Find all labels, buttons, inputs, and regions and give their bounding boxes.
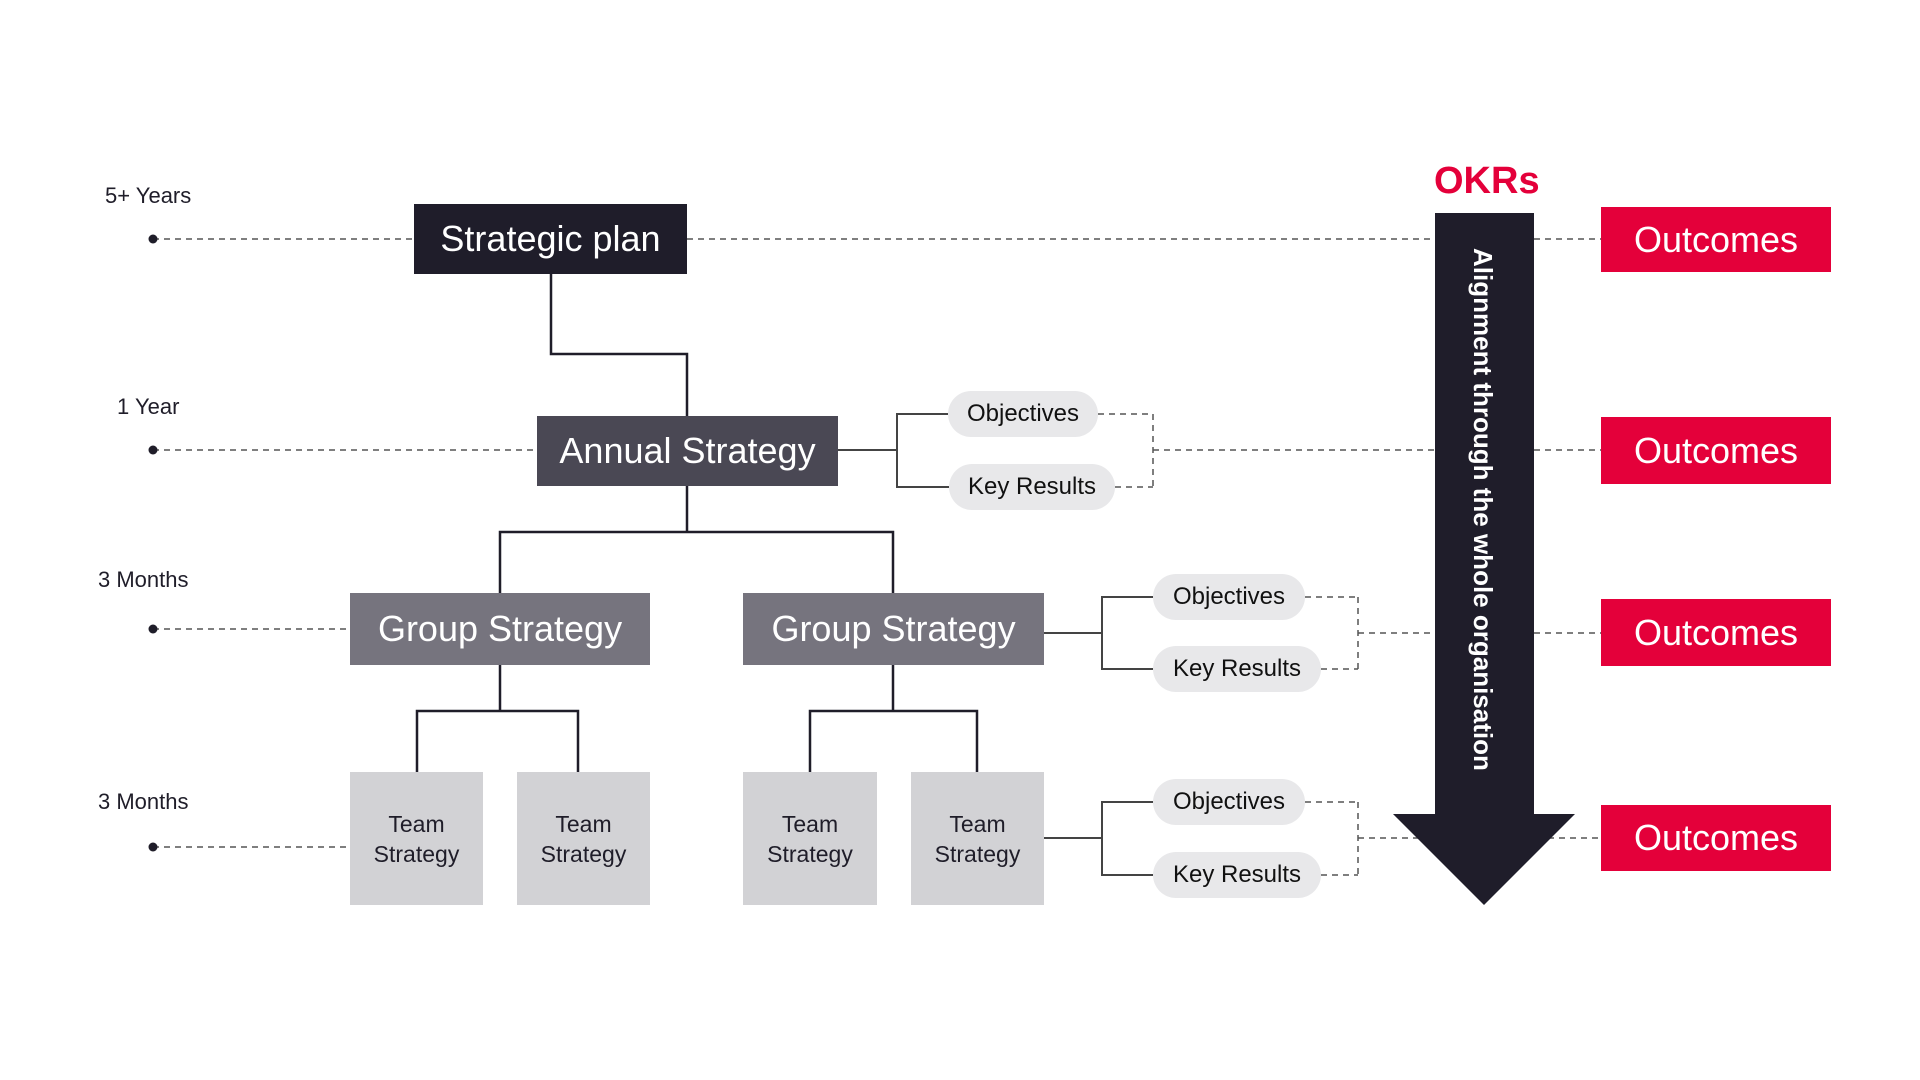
objectives-pill-team: Objectives	[1153, 779, 1305, 825]
okr-brackets	[838, 413, 1153, 876]
key-results-pill-annual: Key Results	[949, 464, 1115, 510]
alignment-arrow-label: Alignment through the whole organisation	[1468, 248, 1498, 771]
outcomes-box: Outcomes	[1601, 599, 1831, 666]
outcomes-box: Outcomes	[1601, 207, 1831, 272]
key-results-pill-group: Key Results	[1153, 646, 1321, 692]
outcomes-box: Outcomes	[1601, 417, 1831, 484]
dashed-guides	[153, 238, 1601, 876]
outcomes-box: Outcomes	[1601, 805, 1831, 871]
annual-strategy-node: Annual Strategy	[537, 416, 838, 486]
tree-lines	[415, 274, 979, 772]
timeline-label-5-years: 5+ Years	[105, 183, 192, 208]
group-strategy-node: Group Strategy	[350, 593, 650, 665]
group-strategy-node: Group Strategy	[743, 593, 1044, 665]
key-results-pill-team: Key Results	[1153, 852, 1321, 898]
timeline-label-1-year: 1 Year	[117, 394, 180, 419]
okrs-title: OKRs	[1434, 160, 1540, 202]
team-strategy-node: Team Strategy	[517, 772, 650, 905]
team-strategy-node: Team Strategy	[743, 772, 877, 905]
timeline-dots	[148, 234, 158, 852]
timeline-label-3-months-group: 3 Months	[98, 567, 189, 592]
alignment-arrow	[1393, 213, 1575, 905]
strategic-plan-node: Strategic plan	[414, 204, 687, 274]
objectives-pill-annual: Objectives	[948, 391, 1098, 437]
objectives-pill-group: Objectives	[1153, 574, 1305, 620]
team-strategy-node: Team Strategy	[350, 772, 483, 905]
team-strategy-node: Team Strategy	[911, 772, 1044, 905]
timeline-label-3-months-team: 3 Months	[98, 789, 189, 814]
